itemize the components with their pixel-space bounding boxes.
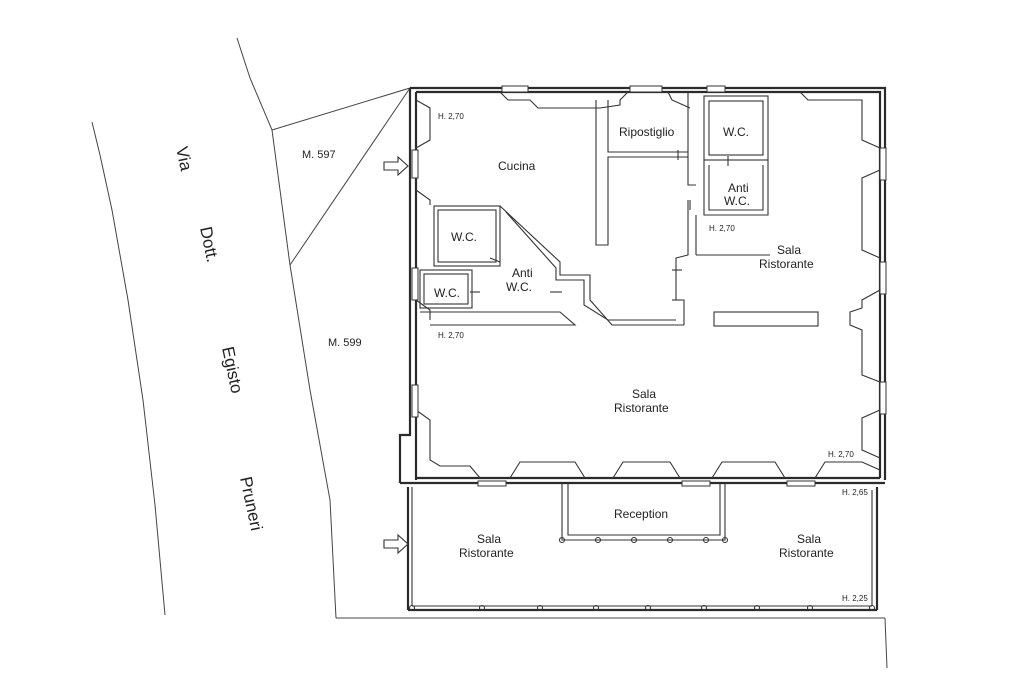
street-name-pruneri: Pruneri <box>236 475 266 533</box>
room-label-sala-bottom-right: Ristorante <box>779 546 834 560</box>
room-label-reception: Reception <box>614 507 668 521</box>
room-label-anti-wc-top: Anti <box>728 181 749 195</box>
room-label-wc-mid: W.C. <box>451 230 477 244</box>
room-label-sala-right: Ristorante <box>759 257 814 271</box>
entrance-arrow-icon <box>383 155 409 177</box>
veranda-walls <box>406 487 879 612</box>
parcel-label-599: M. 599 <box>328 337 362 349</box>
window-icon <box>411 85 887 487</box>
height-label-cucina: H. 2,70 <box>438 112 464 121</box>
room-label-anti-wc-top: W.C. <box>724 194 750 208</box>
street-name-dott: Dott. <box>196 225 222 264</box>
room-label-cucina: Cucina <box>498 159 536 173</box>
room-label-sala-center: Ristorante <box>614 401 669 415</box>
room-label-wc-top: W.C. <box>723 125 749 139</box>
reception-counter <box>558 483 729 544</box>
street-name-via: Via <box>172 145 196 173</box>
height-label-sala-center-corner: H. 2,70 <box>828 450 854 459</box>
room-label-wc-low: W.C. <box>434 286 460 300</box>
room-label-sala-right: Sala <box>777 243 801 257</box>
parcel-label-597: M. 597 <box>302 149 336 161</box>
interior-bays <box>415 91 881 479</box>
room-label-anti-wc-mid: Anti <box>512 266 533 280</box>
interior-walls <box>419 92 819 327</box>
room-label-sala-bottom-left: Sala <box>477 532 501 546</box>
room-label-sala-bottom-right: Sala <box>797 532 821 546</box>
entrance-arrow-icon <box>383 533 409 555</box>
room-label-ripostiglio: Ripostiglio <box>619 125 675 139</box>
height-label-sala-right: H. 2,70 <box>709 224 735 233</box>
room-label-sala-center: Sala <box>632 387 656 401</box>
height-label-veranda-top: H. 2,65 <box>842 488 868 497</box>
street-outline <box>91 37 888 669</box>
door-icon <box>470 150 729 301</box>
height-label-veranda-bottom: H. 2,25 <box>842 594 868 603</box>
room-label-sala-bottom-left: Ristorante <box>459 546 514 560</box>
exterior-walls <box>398 86 887 485</box>
height-label-sala-center: H. 2,70 <box>438 331 464 340</box>
room-label-anti-wc-mid: W.C. <box>506 280 532 294</box>
street-name-egisto: Egisto <box>218 345 246 395</box>
